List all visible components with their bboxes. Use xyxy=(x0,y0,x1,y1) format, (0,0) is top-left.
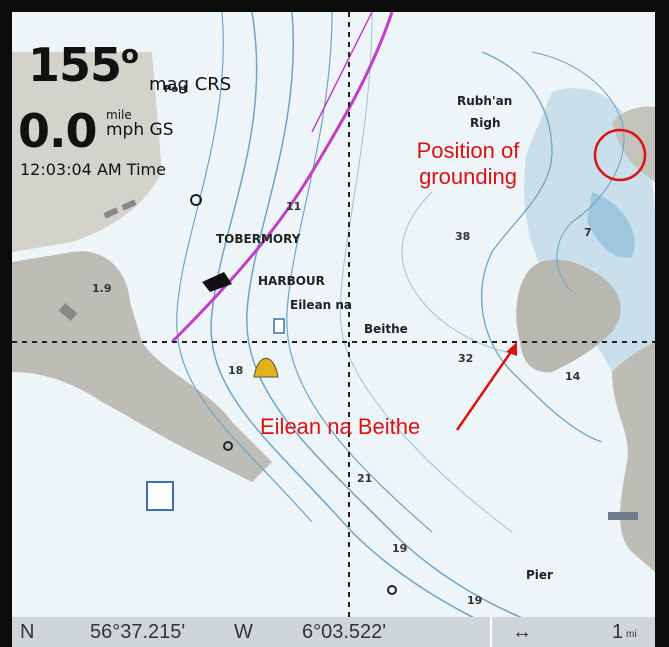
longitude-direction: W xyxy=(234,621,253,643)
speed-unit: mile xyxy=(106,108,132,122)
grounding-annotation: Position of grounding xyxy=(416,138,520,189)
harbour-structure xyxy=(103,207,119,219)
bell-buoy-icon xyxy=(253,357,279,378)
depth-sounding: 11 xyxy=(286,200,302,213)
depth-contour xyxy=(246,12,533,622)
route-line xyxy=(311,12,373,133)
label-beithe: Beithe xyxy=(364,322,408,336)
depth-contour xyxy=(531,51,625,293)
heading-degree: o xyxy=(121,40,139,70)
marker-icon xyxy=(387,585,397,595)
label-port: Port xyxy=(164,84,188,95)
chart-screen[interactable]: 155o mag CRS 0.0 mile mph GS 12:03:04 AM… xyxy=(12,12,655,622)
label-righ: Righ xyxy=(470,116,501,130)
time-label: Time xyxy=(126,160,166,179)
heading-value: 155 xyxy=(28,38,122,92)
annotation-arrow xyxy=(455,345,517,431)
time-readout: 12:03:04 AM Time xyxy=(20,160,166,179)
status-divider xyxy=(490,617,492,647)
label-eilean-na: Eilean na xyxy=(290,298,353,312)
anchor-marker-icon xyxy=(273,318,285,334)
speed-value: 0.0 xyxy=(18,104,97,158)
harbour-structure xyxy=(121,199,137,211)
heading-label: mag CRS xyxy=(149,74,232,95)
grounding-position-circle xyxy=(593,128,647,182)
label-rubh-an: Rubh'an xyxy=(457,94,513,108)
annotation-arrowhead xyxy=(506,342,517,356)
time-value: 12:03:04 AM xyxy=(20,160,122,179)
longitude-value: 6°03.522' xyxy=(302,621,387,643)
depth-sounding: 32 xyxy=(458,352,474,365)
depth-sounding: 38 xyxy=(455,230,471,243)
depth-sounding: 18 xyxy=(228,364,244,377)
label-pier: Pier xyxy=(526,568,553,582)
marker-icon xyxy=(190,194,202,206)
depth-contour xyxy=(210,12,483,622)
range-unit: mi xyxy=(626,629,637,640)
west-coast-land xyxy=(12,52,162,252)
eilean-na-beithe-land xyxy=(516,259,621,373)
depth-sounding: 1.9 xyxy=(92,282,112,295)
vessel-icon xyxy=(202,272,232,292)
label-harbour: HARBOUR xyxy=(258,274,325,288)
speed-label: mph GS xyxy=(106,120,174,140)
heading-readout: 155o xyxy=(28,40,139,96)
info-icon xyxy=(146,481,174,511)
pier-structure xyxy=(608,512,638,520)
depth-contour xyxy=(286,12,433,533)
tobermory-land xyxy=(12,251,272,482)
shallow-water-channel xyxy=(587,192,635,258)
range-icon: ↔ xyxy=(512,621,532,643)
status-bar: N 56°37.215' W 6°03.522' ↔ 1 mi xyxy=(12,617,655,647)
latitude-direction: N xyxy=(20,621,35,643)
depth-sounding: 19 xyxy=(467,594,483,607)
label-tobermory: TOBERMORY xyxy=(216,232,301,246)
eilean-na-beithe-annotation: Eilean na Beithe xyxy=(260,414,421,439)
depth-sounding: 19 xyxy=(392,542,408,555)
harbour-structure xyxy=(58,303,78,321)
depth-sounding: 21 xyxy=(357,472,373,485)
depth-contour xyxy=(480,51,603,443)
range-value: 1 xyxy=(612,621,624,643)
depth-contour xyxy=(339,12,513,533)
shallow-water xyxy=(524,88,655,432)
marker-icon xyxy=(223,441,233,451)
depth-sounding: 14 xyxy=(565,370,581,383)
depth-contour xyxy=(401,191,513,353)
depth-contour xyxy=(176,12,313,523)
depth-sounding: 7 xyxy=(584,226,592,239)
latitude-value: 56°37.215' xyxy=(90,621,186,643)
nautical-chart[interactable] xyxy=(12,12,655,622)
